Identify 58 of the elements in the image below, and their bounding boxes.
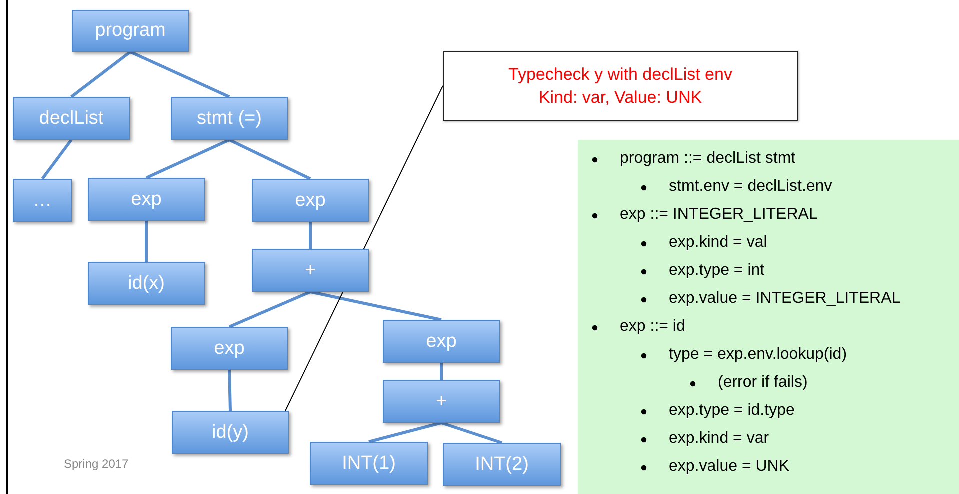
node-label: exp <box>295 190 326 212</box>
tree-edge <box>146 138 230 180</box>
node-label: + <box>436 390 448 412</box>
rules-panel <box>578 140 959 494</box>
callout-box <box>443 51 798 121</box>
tree-node <box>252 249 369 292</box>
tree-edge <box>440 363 443 380</box>
tree-edge <box>309 222 312 249</box>
tree-edge <box>368 422 442 444</box>
tree-node <box>172 411 289 454</box>
node-label: + <box>304 260 316 282</box>
tree-node <box>252 179 369 222</box>
tree-node <box>88 178 205 221</box>
callout-text: Kind: var, Value: UNK <box>538 87 702 109</box>
tree-node <box>88 262 205 305</box>
tree-node <box>13 97 130 140</box>
rule-text: exp.value = INTEGER_LITERAL <box>669 290 901 308</box>
tree-edge <box>441 422 502 444</box>
tree-edge <box>228 370 232 412</box>
tree-node <box>171 97 288 140</box>
node-label: id(x) <box>128 272 165 294</box>
tree-node <box>310 442 428 485</box>
tree-node <box>13 179 72 222</box>
node-label: exp <box>426 330 457 352</box>
rule-text: exp.type = int <box>669 262 765 280</box>
tree-node <box>72 10 189 52</box>
footer-text: Spring 2017 <box>64 457 129 471</box>
tree-node <box>171 327 288 370</box>
node-label: INT(2) <box>475 454 529 476</box>
node-label: id(y) <box>212 422 249 444</box>
tree-edge <box>228 290 312 328</box>
rule-text: stmt.env = declList.env <box>669 178 832 196</box>
node-label: exp <box>131 188 162 210</box>
rule-text: exp.type = id.type <box>669 402 795 420</box>
node-label: INT(1) <box>342 452 396 474</box>
tree-edge <box>228 138 312 180</box>
tree-edge <box>41 139 73 180</box>
node-label: exp <box>214 338 245 360</box>
rule-text: exp.kind = var <box>669 430 770 448</box>
rule-text: type = exp.env.lookup(id) <box>669 346 848 364</box>
node-label: … <box>33 190 52 212</box>
tree-edge <box>70 50 132 98</box>
rule-text: exp.kind = val <box>669 234 768 252</box>
node-label: stmt (=) <box>197 108 262 130</box>
tree-node <box>383 380 500 423</box>
rule-text: program ::= declList stmt <box>620 150 796 168</box>
tree-node <box>383 320 500 363</box>
rule-text: exp.value = UNK <box>669 458 790 476</box>
tree-edge <box>145 221 148 262</box>
node-label: program <box>95 20 166 42</box>
rule-text: exp ::= id <box>620 318 686 336</box>
tree-edge <box>310 290 442 322</box>
tree-edge <box>130 50 230 98</box>
callout-text: Typecheck y with declList env <box>508 64 732 86</box>
rule-text: (error if fails) <box>718 374 808 392</box>
rule-text: exp ::= INTEGER_LITERAL <box>620 206 818 224</box>
node-label: declList <box>39 108 104 130</box>
tree-node <box>443 443 561 486</box>
